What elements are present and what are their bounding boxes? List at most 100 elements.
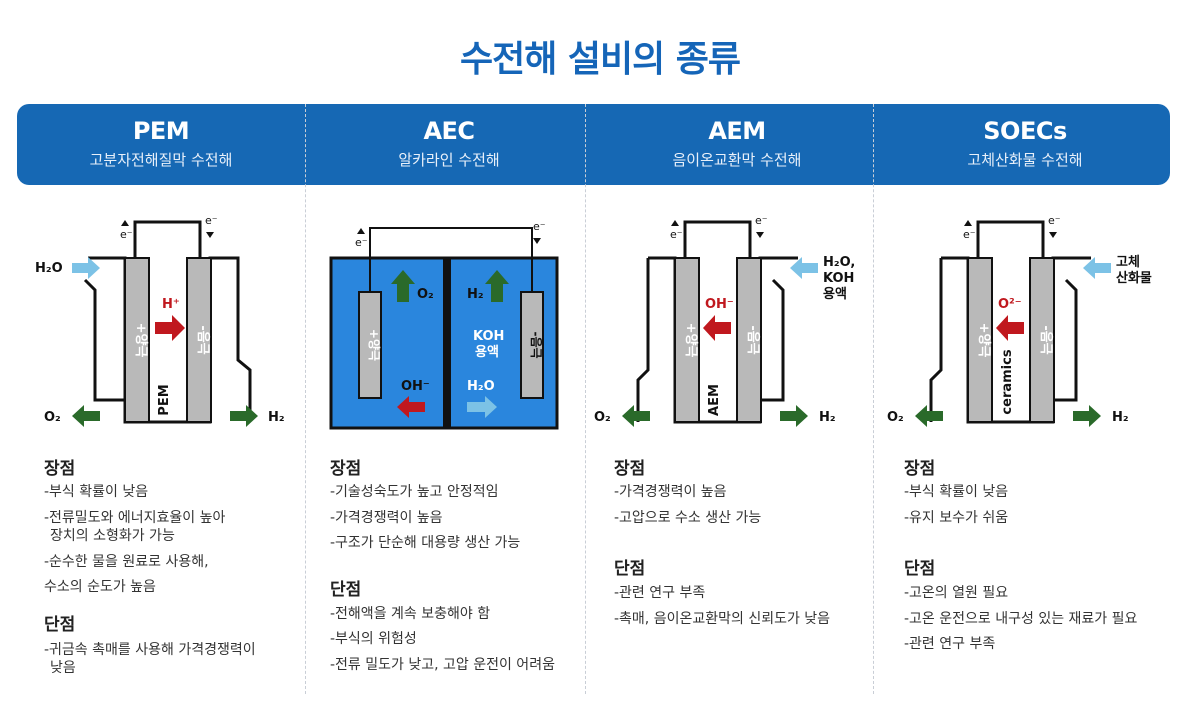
up-arrow-icon [357,228,365,234]
water-in-arrow [72,257,100,279]
column-divider [873,104,874,694]
right-input-label: KOH [823,271,854,286]
pros-item: -전류밀도와 에너지효율이 높아 [44,510,226,526]
right-input-label: 고체 [1116,255,1140,270]
col-head-pem: PEM 고분자전해질막 수전해 [17,104,305,185]
pros-item: -가격경쟁력이 높음 [614,484,727,500]
column-divider [305,104,306,694]
col-name: SOECs [983,117,1067,145]
pros-item: -가격경쟁력이 높음 [330,510,443,526]
pros-item: 장치의 소형화가 가능 [50,528,175,544]
h2-out-arrow [780,405,808,427]
cathode-electrode [1029,257,1055,423]
cathode-electrode [736,257,762,423]
up-arrow-icon [121,220,129,226]
pros-title: 장점 [44,459,76,479]
ion-arrow [996,315,1024,341]
ion-label: OH⁻ [705,297,734,312]
h2-label: H₂ [1112,410,1129,425]
cons-title: 단점 [44,615,76,635]
koh-label: 용액 [475,344,499,360]
h2-label: H₂ [819,410,836,425]
o2-out-arrow [622,405,650,427]
col-name: AEM [708,117,766,145]
cathode-label: -음극 [195,325,211,354]
cons-item: -고온의 열원 필요 [904,585,1009,601]
o2-out-arrow [72,405,100,427]
cons-title: 단점 [330,580,362,600]
electron-label: e⁻ [120,228,133,241]
pros-item: -구조가 단순해 대용량 생산 가능 [330,535,521,551]
electron-label: e⁻ [205,214,218,227]
koh-label: KOH [473,329,504,344]
membrane-label: ceramics [1000,349,1015,414]
pros-item: -부식 확률이 낮음 [44,484,149,500]
col-name: AEC [423,117,475,145]
h2-up-arrow [485,270,509,302]
down-arrow-icon [756,232,764,238]
aec-diagram: +양극 -음극 O₂ H₂ KOH 용액 OH⁻ H₂O e⁻ e⁻ [329,220,559,430]
h2-out-arrow [1073,405,1101,427]
up-arrow-icon [671,220,679,226]
soecs-diagram: +양극 -음극 ceramics O²⁻ 고체 산화물 O₂ H₂ e⁻ e⁻ [887,214,1152,427]
anode-electrode [967,257,993,423]
o2-label: O₂ [887,410,904,425]
cons-item: -촉매, 음이온교환막의 신뢰도가 낮음 [614,611,831,627]
anode-electrode [674,257,700,423]
down-arrow-icon [1049,232,1057,238]
right-input-label: H₂O, [823,255,855,270]
right-input-label: 용액 [823,286,847,302]
input-arrow [790,257,818,279]
cathode-label: -음극 [529,331,544,358]
up-arrow-icon [964,220,972,226]
cathode-electrode [520,291,544,399]
cons-item: -고온 운전으로 내구성 있는 재료가 필요 [904,611,1138,627]
ion-arrow [703,315,731,341]
ion-label: O²⁻ [998,297,1022,312]
cathode-label: -음극 [745,325,761,354]
o2-label: O₂ [594,410,611,425]
o2-label: O₂ [44,410,61,425]
down-arrow-icon [206,232,214,238]
cathode-label: -음극 [1038,325,1054,354]
down-arrow-icon [533,238,541,244]
col-subtitle: 고분자전해질막 수전해 [89,151,233,169]
membrane-label: PEM [157,384,172,415]
cons-item: -관련 연구 부족 [614,585,706,601]
pros-title: 장점 [330,459,362,479]
electron-label: e⁻ [1048,214,1061,227]
cons-item: -전류 밀도가 낮고, 고압 운전이 어려움 [330,657,555,673]
pem-diagram: +양극 -음극 PEM H⁺ H₂O O₂ H₂ e⁻ e⁻ [35,214,285,427]
col-subtitle: 고체산화물 수전해 [967,151,1083,169]
input-arrow [1083,257,1111,279]
pros-item: -유지 보수가 쉬움 [904,510,1009,526]
col-head-soecs: SOECs 고체산화물 수전해 [881,104,1169,185]
anode-label: +양극 [367,329,382,361]
cons-item: -귀금속 촉매를 사용해 가격경쟁력이 [44,642,256,658]
electron-label: e⁻ [670,228,683,241]
ion-label: H⁺ [162,297,180,312]
o2-label: O₂ [417,287,434,302]
cons-item: -관련 연구 부족 [904,636,996,652]
aem-diagram: +양극 -음극 AEM OH⁻ H₂O, KOH 용액 O₂ H₂ e⁻ e⁻ [594,214,855,427]
electron-label: e⁻ [533,220,546,233]
cons-title: 단점 [614,559,646,579]
anode-label: +양극 [133,323,148,358]
anode-electrode [124,257,150,423]
anode-electrode [358,291,382,399]
pros-item: -부식 확률이 낮음 [904,484,1009,500]
col-subtitle: 알카라인 수전해 [398,151,500,169]
pros-item: 수소의 순도가 높음 [44,579,156,595]
pros-item: -고압으로 수소 생산 가능 [614,510,762,526]
header-bar [17,104,1170,185]
pros-title: 장점 [904,459,936,479]
separator [443,258,451,428]
cons-title: 단점 [904,559,936,579]
h2-label: H₂ [467,287,484,302]
electron-label: e⁻ [355,236,368,249]
water-arrow [467,396,497,418]
anode-label: +양극 [976,323,991,358]
anode-label: +양극 [683,323,698,358]
ion-arrow [155,315,185,341]
h2-label: H₂ [268,410,285,425]
